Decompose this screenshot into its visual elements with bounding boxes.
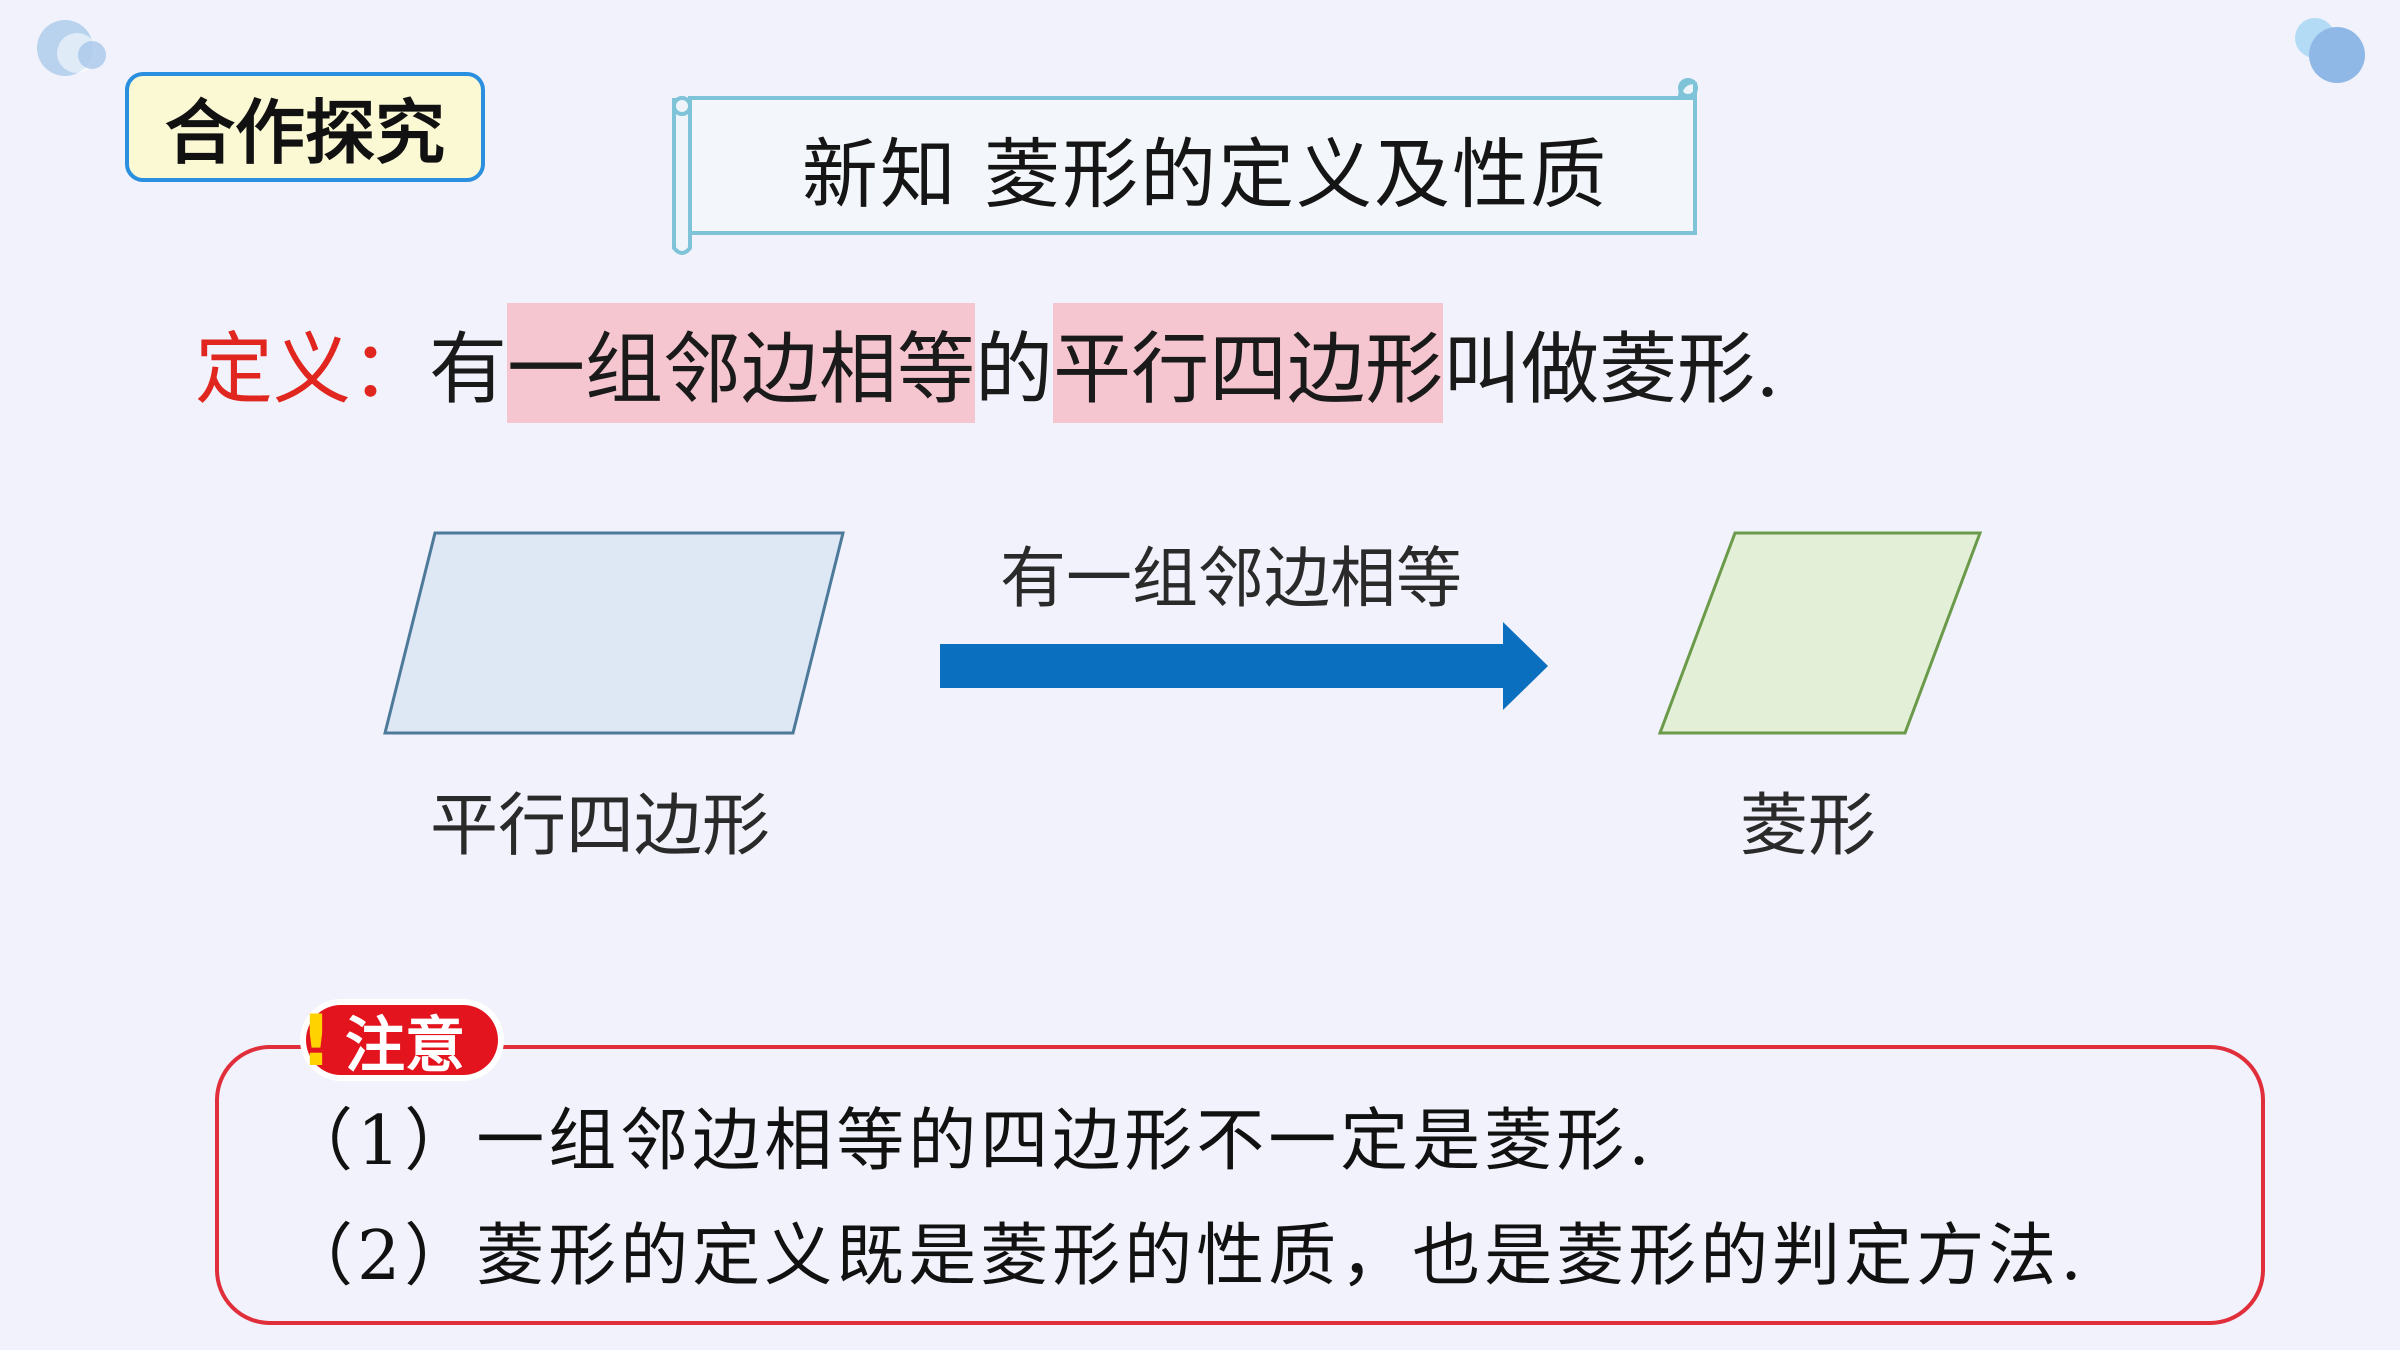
definition-text-part2: 的 xyxy=(975,325,1054,415)
title-scroll-frame xyxy=(660,68,1705,258)
parallelogram-label: 平行四边形 xyxy=(430,787,771,866)
page-title: 新知 菱形的定义及性质 xyxy=(801,130,1609,219)
note-item-1: （1）一组邻边相等的四边形不一定是菱形. xyxy=(285,1102,1654,1181)
rhombus-label: 菱形 xyxy=(1740,787,1877,866)
note-item-2: （2）菱形的定义既是菱形的性质，也是菱形的判定方法. xyxy=(285,1217,2086,1296)
top-right-bubble-icon xyxy=(2285,10,2375,90)
note-badge-label: 注意 xyxy=(345,1010,465,1081)
parallelogram-shape xyxy=(383,531,845,735)
right-arrow-icon xyxy=(940,622,1548,710)
arrow-condition-label: 有一组邻边相等 xyxy=(1000,540,1462,617)
definition-text-part1: 有 xyxy=(429,325,508,415)
definition-highlight-adjacent-sides: 一组邻边相等 xyxy=(507,303,976,423)
exclamation-icon: ! xyxy=(300,1000,332,1082)
top-left-bubble-icon xyxy=(30,15,120,85)
note-box xyxy=(215,1045,2265,1325)
definition-line: 定义： 有 一组邻边相等 的 平行四边形 叫做菱形. xyxy=(195,303,1780,423)
section-badge: 合作探究 xyxy=(125,72,485,182)
definition-label: 定义： xyxy=(195,325,430,415)
definition-highlight-parallelogram: 平行四边形 xyxy=(1053,303,1444,423)
note-badge-background xyxy=(300,999,504,1081)
definition-text-part3: 叫做菱形. xyxy=(1443,325,1780,415)
rhombus-shape xyxy=(1657,531,1983,735)
section-badge-label: 合作探究 xyxy=(165,91,445,174)
